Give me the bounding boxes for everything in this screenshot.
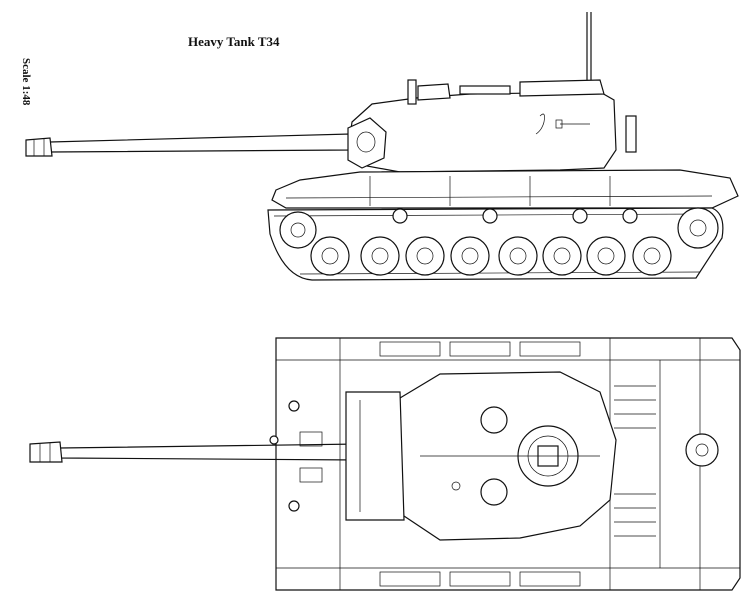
- drive-sprocket: [677, 207, 719, 249]
- loader-hatch: [480, 406, 508, 434]
- turret-top: [345, 371, 617, 541]
- idler-wheel: [279, 211, 317, 249]
- engine-deck: [614, 385, 719, 537]
- front-details: [269, 400, 323, 512]
- scale-label: Scale 1:48: [20, 58, 32, 106]
- road-wheels: [310, 236, 672, 276]
- drawing-title: Heavy Tank T34: [188, 34, 280, 49]
- turret: [347, 79, 637, 173]
- side-view: [25, 12, 739, 281]
- gunner-hatch: [480, 478, 508, 506]
- hull: [271, 169, 739, 209]
- return-rollers: [392, 208, 638, 224]
- fender-stowage: [379, 341, 581, 587]
